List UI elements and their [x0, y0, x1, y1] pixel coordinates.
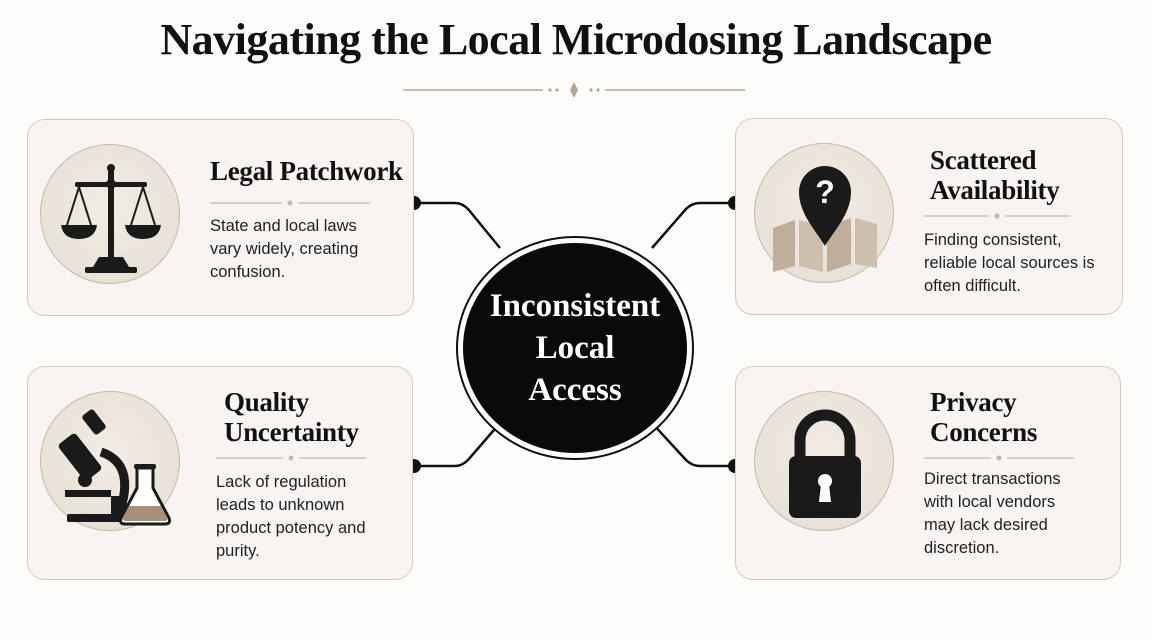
- center-hub: Inconsistent Local Access: [463, 243, 687, 453]
- card-legal-patchwork: Legal Patchwork State and local laws var…: [27, 119, 414, 316]
- card-description: Finding consistent, reliable local sourc…: [924, 231, 1095, 295]
- card-divider: [216, 455, 366, 461]
- title-divider: [403, 82, 745, 98]
- scales-of-justice-icon: [61, 164, 161, 273]
- icon-circle: [40, 144, 180, 284]
- card-privacy-concerns: Privacy Concerns Direct transactions wit…: [735, 366, 1121, 580]
- map-pin-question-icon: ?: [773, 166, 877, 272]
- card-title: Legal Patchwork: [210, 156, 403, 186]
- icon-circle: [40, 391, 180, 531]
- card-title: Scattered Availability: [930, 145, 1060, 205]
- page-title: Navigating the Local Microdosing Landsca…: [160, 15, 992, 64]
- microscope-flask-icon: [58, 409, 171, 526]
- card-scattered-availability: ? Scattered Availability Finding consist…: [735, 118, 1123, 315]
- icon-circle: [754, 391, 894, 531]
- svg-text:?: ?: [815, 174, 835, 210]
- card-title: Quality Uncertainty: [224, 387, 359, 447]
- card-divider: [924, 213, 1070, 219]
- card-description: Lack of regulation leads to unknown prod…: [216, 473, 366, 560]
- padlock-icon: [789, 409, 861, 518]
- icon-circle: ?: [754, 143, 894, 283]
- card-description: Direct transactions with local vendors m…: [924, 470, 1061, 557]
- card-divider: [924, 455, 1074, 461]
- center-hub-label: Inconsistent Local Access: [489, 288, 661, 408]
- card-quality-uncertainty: Quality Uncertainty Lack of regulation l…: [27, 366, 413, 580]
- card-description: State and local laws vary widely, creati…: [210, 217, 359, 281]
- card-divider: [210, 200, 370, 206]
- card-title: Privacy Concerns: [930, 387, 1038, 447]
